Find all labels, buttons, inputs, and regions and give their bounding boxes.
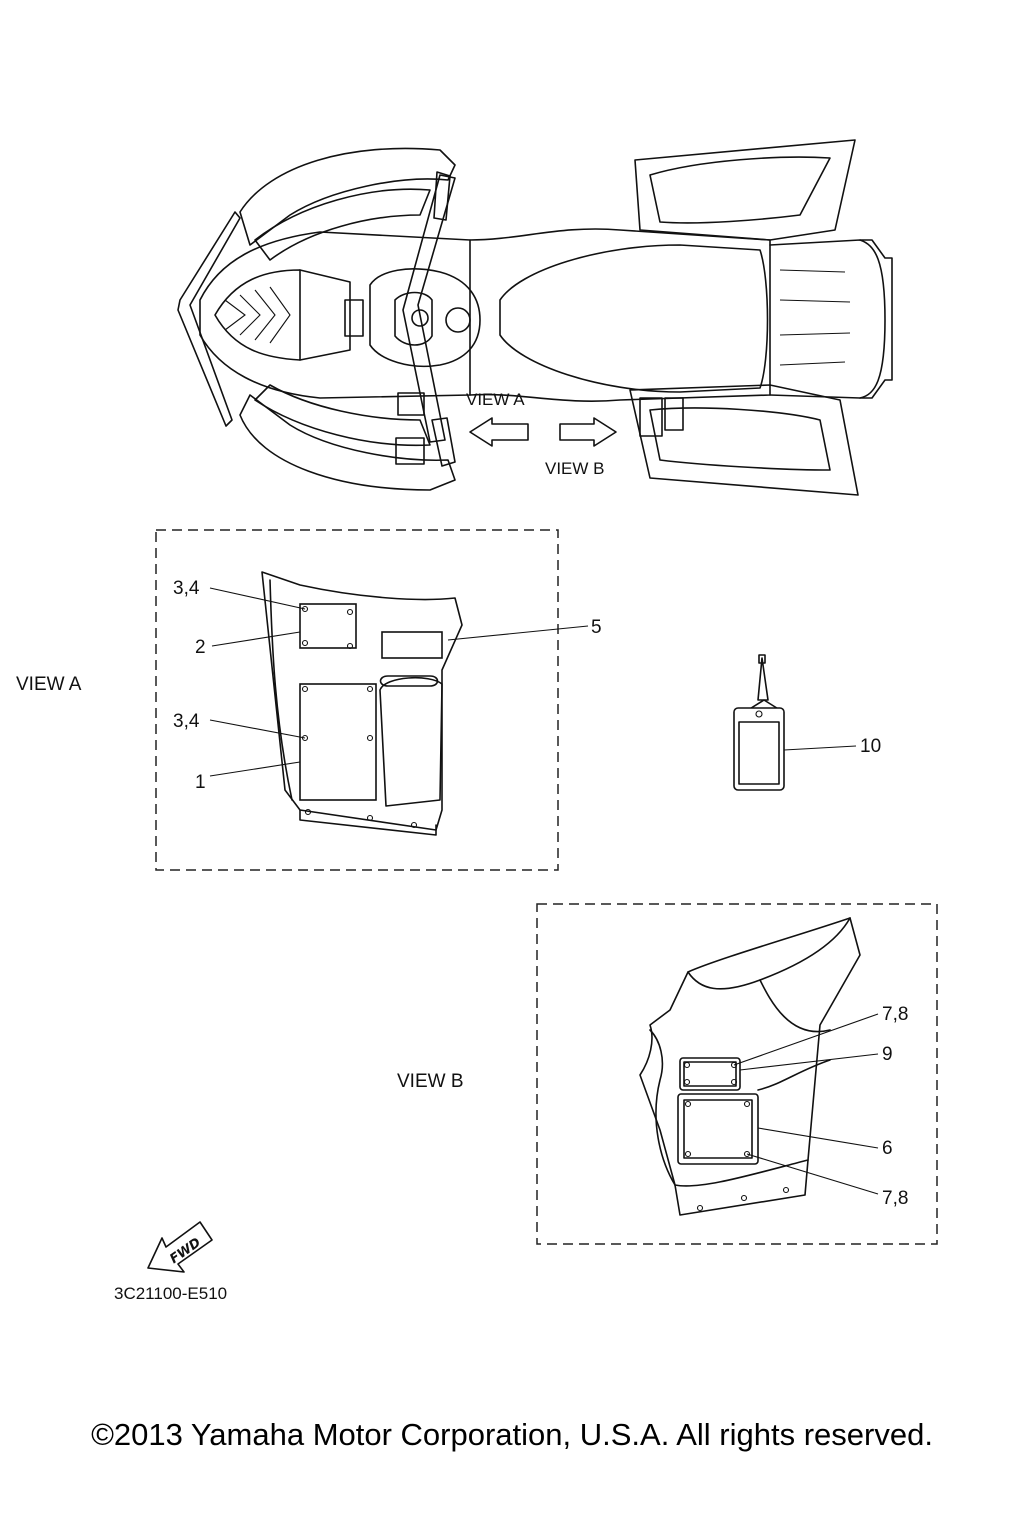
view-b-arrow [559, 417, 617, 447]
callout-6: 6 [882, 1138, 893, 1159]
view-a-panel: 3,4 2 5 3,4 1 [155, 529, 602, 871]
callout-3-4-lower: 3,4 [173, 711, 200, 732]
callout-2: 2 [195, 637, 206, 658]
view-a-frame [155, 529, 559, 871]
fwd-arrow: FWD [147, 1221, 213, 1273]
top-view-b-label: VIEW B [545, 459, 605, 478]
callout-9: 9 [882, 1044, 893, 1065]
callout-10: 10 [860, 736, 881, 757]
hang-tag: 10 [733, 654, 881, 791]
fwd-label: FWD [167, 1235, 204, 1267]
view-a-arrow [469, 417, 529, 447]
view-b-frame [536, 903, 938, 1245]
top-view-a-label: VIEW A [466, 390, 525, 409]
part-code: 3C21100-E510 [114, 1284, 227, 1303]
atv-top-view: VIEW A VIEW B [177, 139, 893, 496]
callout-3-4-upper: 3,4 [173, 578, 200, 599]
callout-7-8-lower: 7,8 [882, 1188, 908, 1209]
callout-1: 1 [195, 772, 206, 793]
callout-5: 5 [591, 617, 602, 638]
copyright-notice: ©2013 Yamaha Motor Corporation, U.S.A. A… [91, 1417, 933, 1452]
view-b-panel: 7,8 9 6 7,8 [536, 903, 938, 1245]
callout-7-8-upper: 7,8 [882, 1004, 908, 1025]
view-a-title: VIEW A [16, 674, 82, 695]
view-b-title: VIEW B [397, 1071, 464, 1092]
